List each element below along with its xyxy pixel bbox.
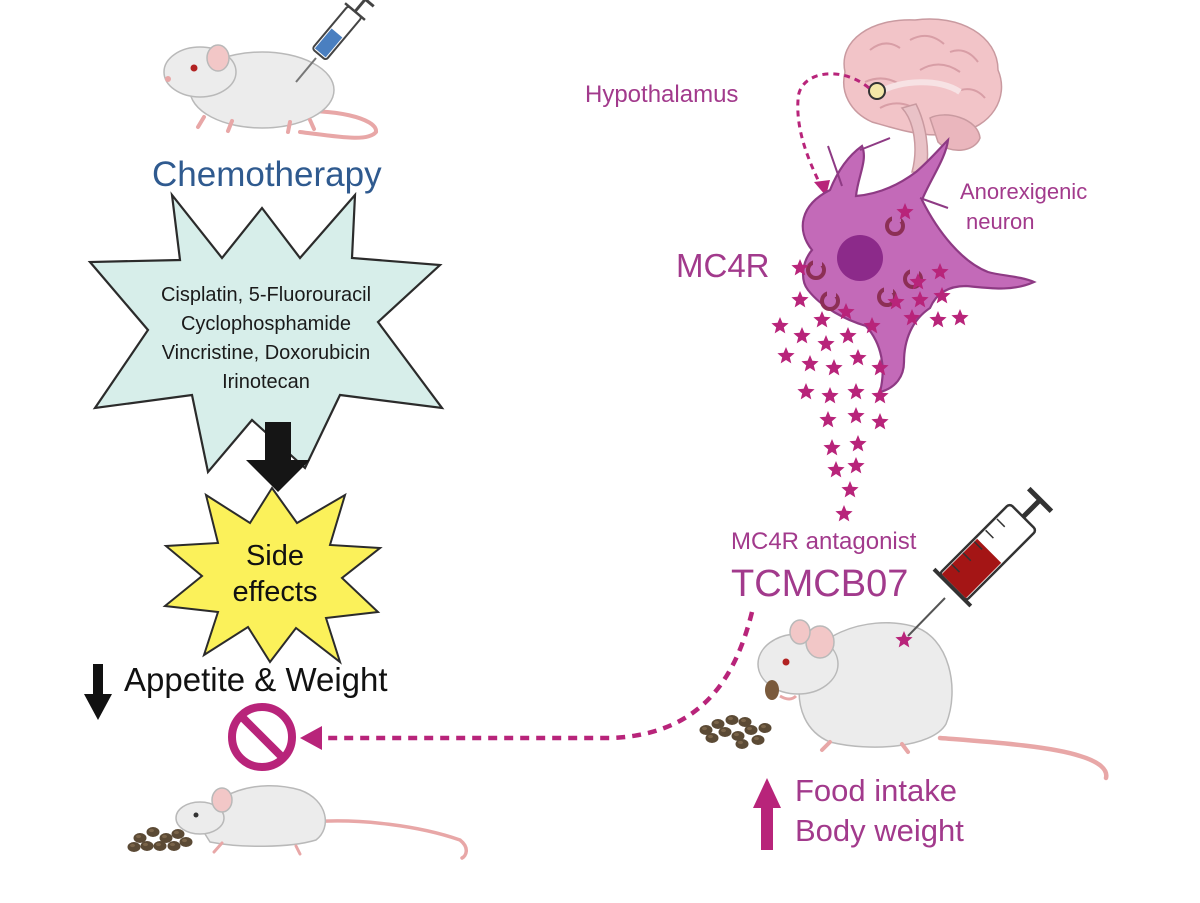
mouse-icon: [175, 785, 468, 860]
drug-list-item: Cyclophosphamide: [180, 313, 352, 335]
mouse-icon: [757, 619, 1109, 781]
syringe-icon: [907, 486, 1054, 637]
syringe-icon: [295, 0, 375, 83]
food-pellets-icon: [699, 715, 772, 749]
food-pellets-icon: [127, 827, 193, 852]
neuron-label: Anorexigenic: [960, 179, 1088, 204]
brain-icon: [843, 18, 1003, 173]
hypothalamus-connector: [796, 72, 870, 189]
drug-class-label: MC4R antagonist: [731, 528, 917, 555]
drug-name-label: TCMCB07: [731, 563, 909, 605]
mouse-icon: [163, 44, 378, 140]
body-weight-label: Body weight: [795, 813, 964, 848]
prohibit-icon: [228, 703, 296, 771]
neuron-icon: [801, 137, 1037, 394]
hypothalamus-label: Hypothalamus: [585, 81, 739, 108]
arrow-down-icon: [246, 422, 310, 492]
side-effects-label: Side: [245, 540, 305, 572]
chemotherapy-label: Chemotherapy: [152, 155, 382, 194]
food-intake-label: Food intake: [795, 773, 957, 808]
neuron-label: neuron: [966, 209, 1035, 234]
drug-list-item: Vincristine, Doxorubicin: [161, 342, 371, 364]
arrow-down-icon: [84, 664, 112, 720]
side-effects-burst: [162, 486, 383, 665]
appetite-weight-label: Appetite & Weight: [124, 661, 388, 698]
connector-arrowhead: [300, 726, 322, 750]
arrow-up-icon: [753, 778, 781, 850]
drug-list-item: Cisplatin, 5-Fluorouracil: [160, 284, 372, 306]
drug-list-item: Irinotecan: [222, 371, 310, 393]
side-effects-label: effects: [232, 576, 318, 608]
mc4r-label: MC4R: [676, 247, 770, 284]
inhibition-connector: [318, 611, 755, 741]
drug-burst: [87, 191, 445, 475]
